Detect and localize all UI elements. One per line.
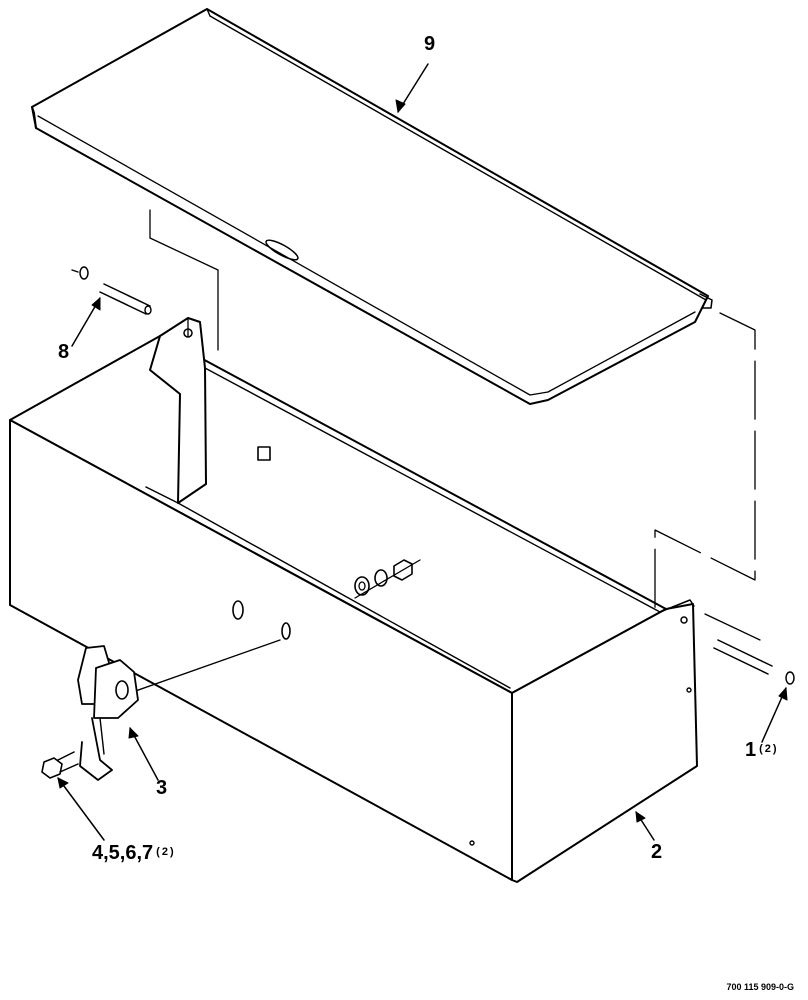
box-front-slot [233,601,243,619]
drawing-number: 700 115 909-0-G [726,982,794,992]
latch [78,646,138,780]
callout-quantity: (2) [759,743,779,755]
callout-label: 9 [424,33,436,55]
box-right-bracket [660,600,694,612]
lid-fold-line [38,116,695,395]
callout-label: 8 [58,341,70,363]
callout-9: 9 [424,34,435,54]
callout-4567: 4,5,6,7(2) [92,843,176,863]
callout-label: 2 [651,841,663,863]
lid [32,9,712,404]
hinge-pin-left [72,267,151,314]
lid-top-edge [210,16,706,300]
callout-2: 2 [651,842,662,862]
callout-label: 3 [156,777,168,799]
assembly-guide-lines [110,210,760,700]
lid-hinge-end [700,294,712,308]
washer-nut-stack [355,560,412,595]
lid-outline [32,9,708,404]
box-left-bracket [150,318,206,503]
box [10,318,697,882]
leader-4567 [58,778,104,840]
box-front-hole [282,623,290,639]
lid-front-edge [32,107,36,128]
lid-slot [264,237,300,263]
callout-8: 8 [58,342,69,362]
callout-quantity: (2) [156,846,176,858]
callout-label: 1 [745,739,757,761]
hinge-pin-right [714,640,794,684]
box-square-hole [258,447,270,460]
callout-1: 1(2) [745,740,779,760]
callout-label: 4,5,6,7 [92,842,154,864]
bolt [42,752,78,778]
box-inner-back-wall [205,368,660,612]
callout-3: 3 [156,778,167,798]
leader-lines [58,64,787,840]
